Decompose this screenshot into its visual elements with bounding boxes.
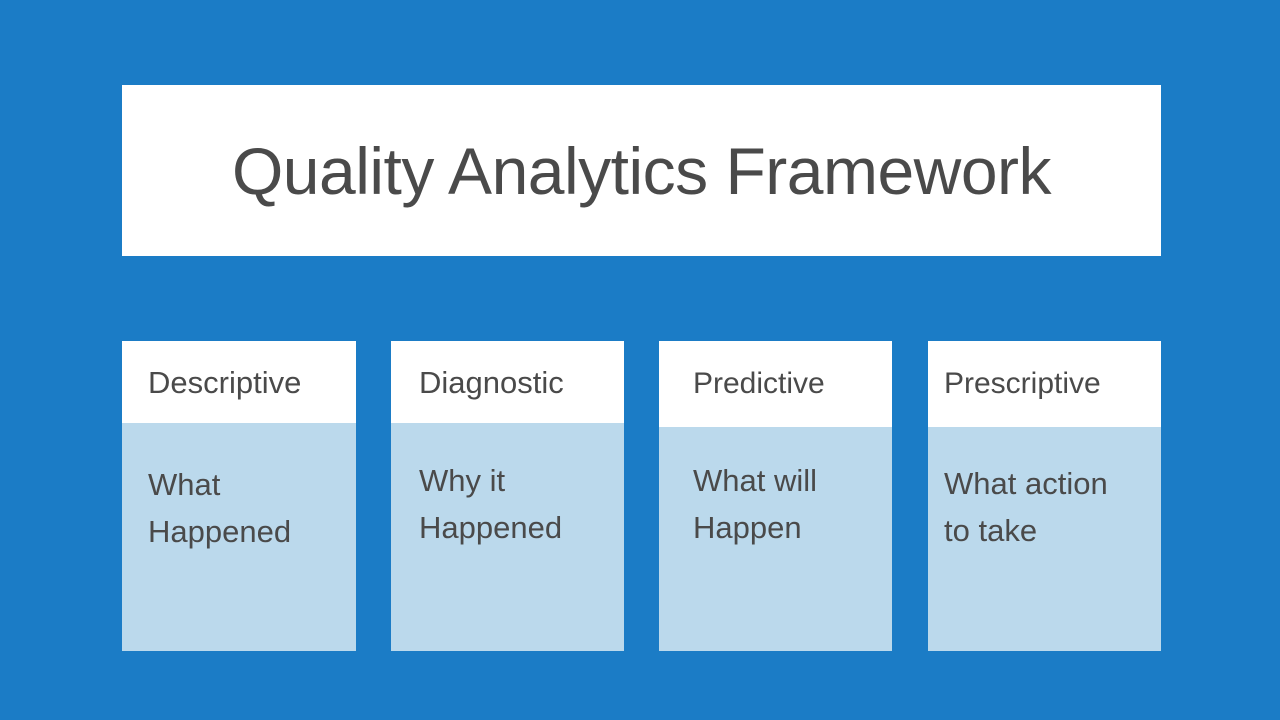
card-body-descriptive: What Happened — [122, 423, 356, 555]
card-body-predictive: What will Happen — [659, 427, 892, 551]
title-banner: Quality Analytics Framework — [122, 85, 1161, 256]
card-header-label-diagnostic: Diagnostic — [419, 364, 564, 400]
card-header-prescriptive: Prescriptive — [928, 341, 1161, 427]
card-header-predictive: Predictive — [659, 341, 892, 427]
card-header-label-predictive: Predictive — [693, 367, 825, 400]
analytics-card-prescriptive[interactable]: Prescriptive What action to take — [928, 341, 1161, 651]
card-body-label-predictive: What will Happen — [693, 463, 818, 546]
card-body-label-descriptive: What Happened — [148, 467, 292, 550]
page-title: Quality Analytics Framework — [231, 133, 1052, 208]
analytics-card-diagnostic[interactable]: Diagnostic Why it Happened — [391, 341, 624, 651]
card-header-descriptive: Descriptive — [122, 341, 356, 423]
analytics-card-descriptive[interactable]: Descriptive What Happened — [122, 341, 356, 651]
card-body-prescriptive: What action to take — [928, 427, 1161, 554]
card-header-label-descriptive: Descriptive — [148, 364, 302, 400]
analytics-card-predictive[interactable]: Predictive What will Happen — [659, 341, 892, 651]
card-body-diagnostic: Why it Happened — [391, 423, 624, 551]
card-header-label-prescriptive: Prescriptive — [944, 367, 1101, 400]
card-header-diagnostic: Diagnostic — [391, 341, 624, 423]
card-body-label-diagnostic: Why it Happened — [419, 463, 563, 546]
card-body-label-prescriptive: What action to take — [944, 466, 1108, 549]
